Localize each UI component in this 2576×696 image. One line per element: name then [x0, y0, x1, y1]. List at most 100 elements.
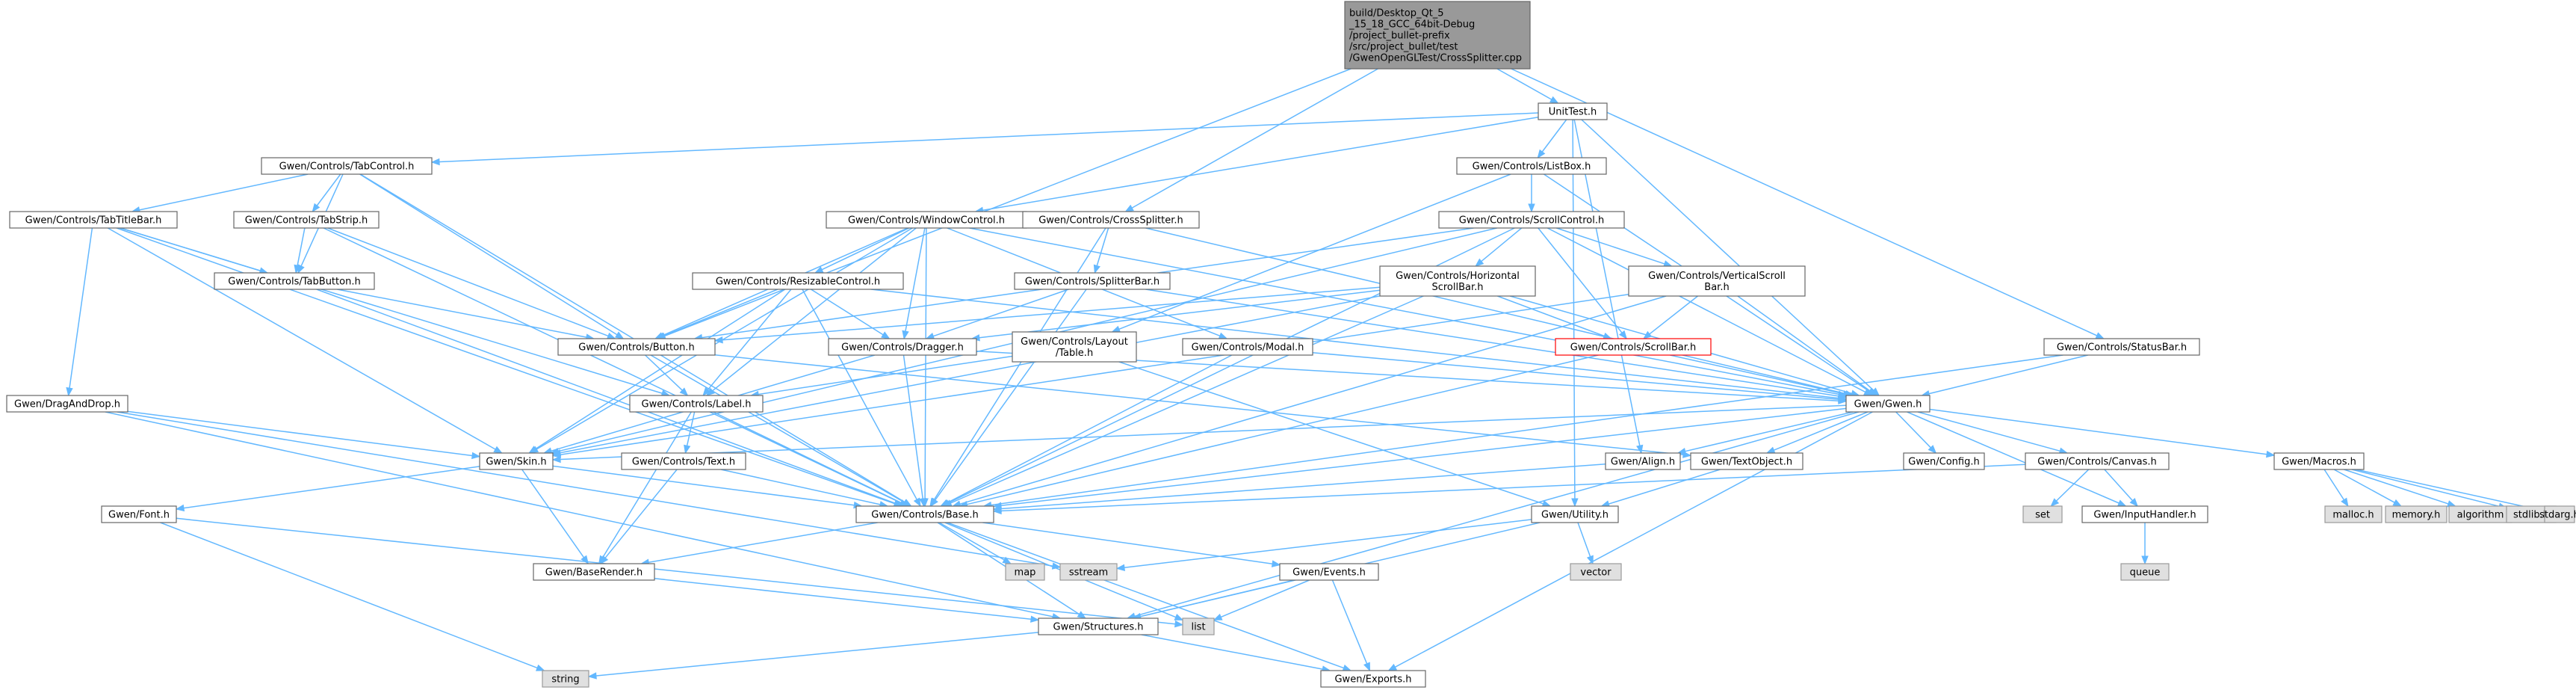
node-label: memory.h [2392, 510, 2441, 521]
node-memory-h[interactable]: memory.h [2385, 505, 2447, 523]
node-gwen-utility-h[interactable]: Gwen/Utility.h [1531, 505, 1619, 523]
edge-arrowhead [1838, 395, 1848, 403]
node-build-desktop-qt-5-15-18-gcc-64bit-debug-project-bullet-prefix-src-project-bullet-test-gwenopengltest-crosssplitter-cpp[interactable]: build/Desktop_Qt_5_15_18_GCC_64bit-Debug… [1344, 1, 1531, 70]
node-box [1279, 563, 1379, 581]
node-gwen-controls-layout-table-h[interactable]: Gwen/Controls/Layout/Table.h [1012, 331, 1137, 363]
node-label: stdarg.h [2539, 510, 2576, 521]
edge-line [1685, 411, 1854, 452]
edge-hscroll-to-button [713, 286, 1381, 344]
node-gwen-draganddrop-h[interactable]: Gwen/DragAndDrop.h [6, 395, 129, 413]
node-map[interactable]: map [1005, 563, 1045, 581]
node-label: Gwen/Controls/TabStrip.h [245, 215, 368, 227]
node-box [1538, 102, 1608, 120]
edge-arrowhead [2266, 450, 2276, 458]
node-algorithm[interactable]: algorithm [2448, 505, 2512, 523]
node-gwen-controls-listbox-h[interactable]: Gwen/Controls/ListBox.h [1456, 157, 1607, 175]
edge-line [359, 173, 905, 503]
edge-line [69, 227, 93, 389]
node-gwen-skin-h[interactable]: Gwen/Skin.h [479, 452, 554, 470]
node-gwen-controls-scrollcontrol-h[interactable]: Gwen/Controls/ScrollControl.h [1438, 211, 1625, 229]
node-gwen-macros-h[interactable]: Gwen/Macros.h [2273, 452, 2365, 470]
node-gwen-inputhandler-h[interactable]: Gwen/InputHandler.h [2081, 505, 2208, 523]
edge-base-to-exports [947, 522, 1352, 671]
node-set[interactable]: set [2022, 505, 2063, 523]
edge-arrowhead [1111, 325, 1121, 333]
edge-line [967, 354, 1599, 505]
node-gwen-events-h[interactable]: Gwen/Events.h [1279, 563, 1379, 581]
node-gwen-textobject-h[interactable]: Gwen/TextObject.h [1690, 452, 1803, 470]
node-stdarg-h[interactable]: stdarg.h [2539, 505, 2576, 523]
node-gwen-controls-tabcontrol-h[interactable]: Gwen/Controls/TabControl.h [261, 157, 433, 175]
node-label: Gwen/Controls/SplitterBar.h [1025, 277, 1159, 288]
node-label: Gwen/Controls/Canvas.h [2037, 457, 2157, 468]
edge-line [712, 227, 917, 392]
node-gwen-exports-h[interactable]: Gwen/Exports.h [1320, 670, 1426, 688]
node-list[interactable]: list [1182, 618, 1215, 635]
edge-text-to-base [720, 469, 889, 508]
node-gwen-controls-splitterbar-h[interactable]: Gwen/Controls/SplitterBar.h [1014, 272, 1171, 290]
node-vector[interactable]: vector [1570, 563, 1622, 581]
edge-arrowhead [551, 455, 561, 464]
node-gwen-config-h[interactable]: Gwen/Config.h [1903, 452, 1985, 470]
edge-line [969, 227, 1839, 395]
edge-vscroll-to-gwen [1737, 295, 1877, 396]
edge-line [160, 522, 538, 669]
node-gwen-controls-tabbutton-h[interactable]: Gwen/Controls/TabButton.h [214, 272, 375, 290]
node-gwen-structures-h[interactable]: Gwen/Structures.h [1038, 618, 1159, 635]
node-gwen-controls-base-h[interactable]: Gwen/Controls/Base.h [855, 505, 994, 523]
node-gwen-align-h[interactable]: Gwen/Align.h [1605, 452, 1681, 470]
node-gwen-baserender-h[interactable]: Gwen/BaseRender.h [533, 563, 655, 581]
node-gwen-controls-text-h[interactable]: Gwen/Controls/Text.h [621, 452, 746, 470]
node-label: Gwen/Controls/StatusBar.h [2057, 342, 2187, 354]
node-sstream[interactable]: sstream [1059, 563, 1118, 581]
node-gwen-controls-dragger-h[interactable]: Gwen/Controls/Dragger.h [828, 338, 977, 356]
node-gwen-controls-canvas-h[interactable]: Gwen/Controls/Canvas.h [2025, 452, 2170, 470]
edge-line [1907, 411, 2120, 504]
node-label: Gwen/Skin.h [486, 457, 546, 468]
node-gwen-controls-label-h[interactable]: Gwen/Controls/Label.h [629, 395, 764, 413]
edge-line [870, 289, 1839, 399]
node-gwen-gwen-h[interactable]: Gwen/Gwen.h [1845, 395, 1931, 413]
node-gwen-controls-tabtitlebar-h[interactable]: Gwen/Controls/TabTitleBar.h [9, 211, 178, 229]
node-gwen-controls-button-h[interactable]: Gwen/Controls/Button.h [557, 338, 716, 356]
node-gwen-controls-statusbar-h[interactable]: Gwen/Controls/StatusBar.h [2043, 338, 2200, 356]
edge-resizable-to-base [802, 289, 921, 508]
node-malloc-h[interactable]: malloc.h [2324, 505, 2383, 523]
node-queue[interactable]: queue [2120, 563, 2170, 581]
node-gwen-controls-scrollbar-h[interactable]: Gwen/Controls/ScrollBar.h [1555, 338, 1712, 356]
edge-line [439, 112, 1539, 163]
node-gwen-controls-resizablecontrol-h[interactable]: Gwen/Controls/ResizableControl.h [692, 272, 904, 290]
node-gwen-controls-windowcontrol-h[interactable]: Gwen/Controls/WindowControl.h [826, 211, 1027, 229]
node-unittest-h[interactable]: UnitTest.h [1538, 102, 1608, 120]
edge-events-to-list [1213, 579, 1310, 620]
edge-canvas-to-inputhandler [2104, 469, 2138, 507]
edge-line [316, 173, 341, 206]
edge-arrowhead [1636, 444, 1644, 455]
edge-arrowhead [66, 387, 73, 397]
node-box [1059, 563, 1118, 581]
edge-line [1572, 119, 1576, 499]
node-label: Gwen/Utility.h [1541, 510, 1609, 521]
edge-arrowhead [1218, 332, 1228, 339]
node-stdlib-h[interactable]: stdlib.h [2506, 505, 2557, 523]
edge-arrowhead [2341, 497, 2349, 508]
node-gwen-controls-modal-h[interactable]: Gwen/Controls/Modal.h [1182, 338, 1313, 356]
node-string[interactable]: string [542, 670, 589, 688]
edge-line [105, 411, 1053, 618]
edge-canvas-to-set [2050, 469, 2090, 507]
node-gwen-controls-tabstrip-h[interactable]: Gwen/Controls/TabStrip.h [233, 211, 380, 229]
edge-arrowhead [1928, 445, 1937, 454]
node-gwen-controls-crosssplitter-h[interactable]: Gwen/Controls/CrossSplitter.h [1022, 211, 1200, 229]
edge-text-to-baserender [600, 469, 678, 565]
node-gwen-font-h[interactable]: Gwen/Font.h [101, 505, 177, 523]
edge-line [982, 116, 1539, 212]
edge-line [1670, 354, 1845, 395]
node-box [1628, 265, 1806, 297]
edge-tabtitlebar-to-label [120, 227, 671, 397]
edge-line [117, 411, 1053, 567]
edge-arrowhead [2392, 499, 2403, 507]
node-label: Gwen/Controls/Button.h [578, 342, 694, 354]
node-label: Gwen/Controls/TabButton.h [228, 277, 360, 288]
